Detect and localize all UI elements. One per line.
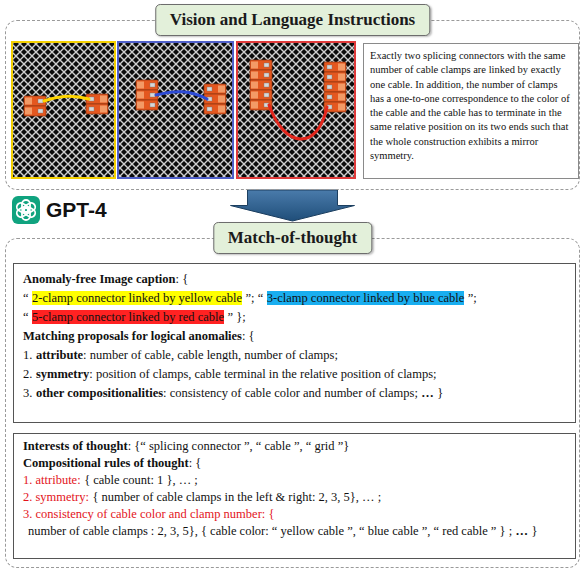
connector-layer <box>231 190 355 221</box>
caption-text: : { <box>176 272 189 286</box>
clamp <box>204 84 226 94</box>
clamp <box>204 104 226 114</box>
text-line: Interests of thought: {“ splicing connec… <box>23 438 566 455</box>
red-cable <box>269 105 327 139</box>
caption-text: 2. <box>23 367 32 381</box>
instruction-text: Exactly two splicing connectors with the… <box>370 49 572 163</box>
caption-text: 3-clamp connector linked by blue cable <box>267 291 465 305</box>
clamp <box>250 60 272 70</box>
text-line: number of cable clamps : 2, 3, 5}, { cab… <box>23 523 566 540</box>
rule-text: 3. consistency of cable color and clamp … <box>23 507 274 521</box>
logo-ground <box>12 196 40 224</box>
clamp <box>250 90 272 100</box>
rule-text: { cable count: 1 }, … ; <box>84 473 198 487</box>
connector-right <box>86 94 108 114</box>
blue-cable <box>156 92 207 99</box>
rule-text: Compositional rules of thought <box>23 456 189 470</box>
clamp <box>250 70 272 80</box>
caption-text: other compositionalities <box>36 386 163 400</box>
input-region: Exactly two splicing connectors with the… <box>5 20 580 190</box>
caption-text: attribute <box>36 348 83 362</box>
rules-panel: Interests of thought: {“ splicing connec… <box>13 433 576 559</box>
text-line: 2. symmetry: position of clamps, cable te… <box>23 365 566 384</box>
connector-left <box>24 96 46 116</box>
photo-two-clamp <box>12 42 115 178</box>
clamp <box>324 82 346 92</box>
rule-text: : {“ splicing connector ”, “ cable ”, “ … <box>128 439 350 453</box>
caption-text: ”; <box>468 291 477 305</box>
text-line: 3. other compositionalities: consistency … <box>23 384 566 403</box>
caption-panel: Anomaly-free Image caption: {“2-clamp co… <box>13 263 576 423</box>
yellow-cable <box>44 96 89 101</box>
photo-frame <box>12 42 115 178</box>
caption-text: : consistency of cable color and number … <box>163 386 418 400</box>
caption-text: } <box>437 386 443 400</box>
rule-text: : { <box>189 456 202 470</box>
caption-text: 2-clamp connector linked by yellow cable <box>32 291 242 305</box>
photo-five-clamp <box>237 42 355 178</box>
caption-text: 5-clamp connector linked by red cable <box>32 310 224 324</box>
connector-left <box>250 60 272 110</box>
caption-text: Anomaly-free Image caption <box>23 272 176 286</box>
instruction-box: Exactly two splicing connectors with the… <box>363 43 579 179</box>
caption-text: … <box>421 386 434 400</box>
clamp <box>136 100 158 110</box>
caption-text: “ <box>23 310 29 324</box>
caption-text: 3. <box>23 386 32 400</box>
caption-text: “ <box>23 291 29 305</box>
clamp <box>86 104 108 114</box>
text-line: “5-clamp connector linked by red cable ” … <box>23 308 566 327</box>
caption-text: : number of cable, cable length, number … <box>83 348 338 362</box>
clamp <box>324 62 346 72</box>
rule-text: … <box>516 524 529 538</box>
rule-text: Interests of thought <box>23 439 128 453</box>
caption-text: : { <box>242 329 255 343</box>
caption-text: ”; “ <box>246 291 264 305</box>
text-line: Anomaly-free Image caption: { <box>23 270 566 289</box>
clamp <box>136 80 158 90</box>
rule-text: 2. symmetry: <box>23 490 89 504</box>
rule-text: number of cable clamps : 2, 3, 5}, { cab… <box>28 524 512 538</box>
caption-text: ” }; <box>228 310 246 324</box>
logo-knot <box>15 200 36 220</box>
photo-frame <box>118 42 233 178</box>
flow-arrow <box>231 190 355 221</box>
text-line: 1. attribute:{ cable count: 1 }, … ; <box>23 472 566 489</box>
text-line: 3. consistency of cable color and clamp … <box>23 506 566 523</box>
clamp <box>250 80 272 90</box>
region-heading: Vision and Language Instructions <box>155 4 430 36</box>
rule-text: { number of cable clamps in the left & r… <box>92 490 381 504</box>
caption-text: 1. <box>23 348 32 362</box>
model-name: GPT-4 <box>46 198 107 222</box>
clamp <box>24 106 46 116</box>
clamp <box>324 72 346 82</box>
connector-right <box>324 62 346 112</box>
text-line: “2-clamp connector linked by yellow cabl… <box>23 289 566 308</box>
photo-frame <box>237 42 355 178</box>
gpt-logo <box>12 196 40 224</box>
text-line: 2. symmetry:{ number of cable clamps in … <box>23 489 566 506</box>
rule-text: 1. attribute: <box>23 473 81 487</box>
caption-text: : position of clamps, cable terminal in … <box>89 367 436 381</box>
output-region: Anomaly-free Image caption: {“2-clamp co… <box>5 238 580 568</box>
caption-text: Matching proposals for logical anomalies <box>23 329 242 343</box>
photo-three-clamp <box>118 42 233 178</box>
clamp <box>324 92 346 102</box>
text-line: 1. attribute: number of cable, cable leng… <box>23 346 566 365</box>
caption-text: symmetry <box>36 367 89 381</box>
region-heading: Match-of-thought <box>213 222 372 254</box>
text-line: Matching proposals for logical anomalies… <box>23 327 566 346</box>
rule-text: } <box>532 524 538 538</box>
text-line: Compositional rules of thought: { <box>23 455 566 472</box>
